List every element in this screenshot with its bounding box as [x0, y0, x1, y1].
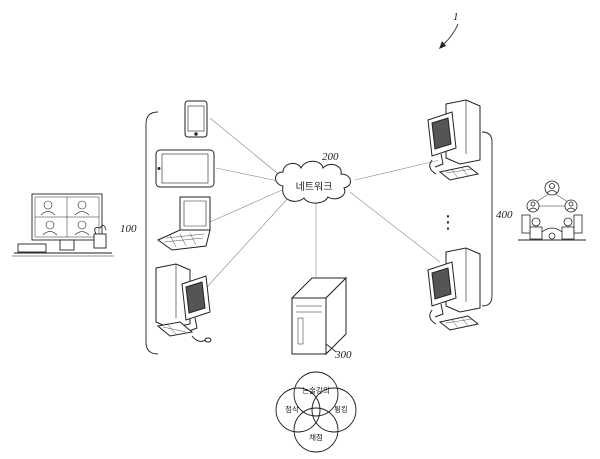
network-cloud: 네트워크	[276, 161, 351, 203]
smartphone-icon	[185, 101, 207, 137]
server-icon	[292, 278, 346, 354]
link-laptop	[210, 190, 282, 222]
link-instructor-2	[350, 192, 440, 262]
venn-label-left: 첨삭	[285, 404, 299, 414]
link-desktop	[206, 196, 290, 288]
venn-circle-bottom	[294, 408, 338, 452]
venn-label-right: 튕킹	[334, 404, 348, 414]
figure-number-arrowhead	[439, 41, 446, 49]
link-phone	[210, 118, 282, 177]
server-ref-label: 300	[334, 349, 352, 361]
figure-number-leader	[444, 24, 458, 44]
figure-number: 1	[453, 11, 459, 23]
link-tablet	[216, 168, 278, 181]
video-conference-monitor-icon	[12, 194, 114, 256]
network-links	[206, 118, 440, 288]
instructor-ellipsis: ⋮	[439, 212, 457, 233]
network-ref-label: 200	[322, 151, 339, 163]
link-instructor-1	[355, 160, 440, 180]
instructor-group-label: 400	[496, 209, 513, 221]
venn-label-top: 논술강의	[302, 385, 330, 395]
instructor-group-bracket	[482, 132, 492, 306]
venn-label-bottom: 채점	[309, 432, 323, 442]
network-label: 네트워크	[296, 180, 333, 193]
client-group-label: 100	[120, 223, 137, 235]
instructor-desktop-2-icon	[428, 248, 480, 330]
instructor-network-icon	[518, 181, 586, 240]
instructor-desktop-1-icon	[428, 100, 480, 180]
desktop-pc-icon	[156, 264, 211, 342]
tablet-icon	[156, 150, 214, 187]
laptop-icon	[158, 197, 210, 250]
